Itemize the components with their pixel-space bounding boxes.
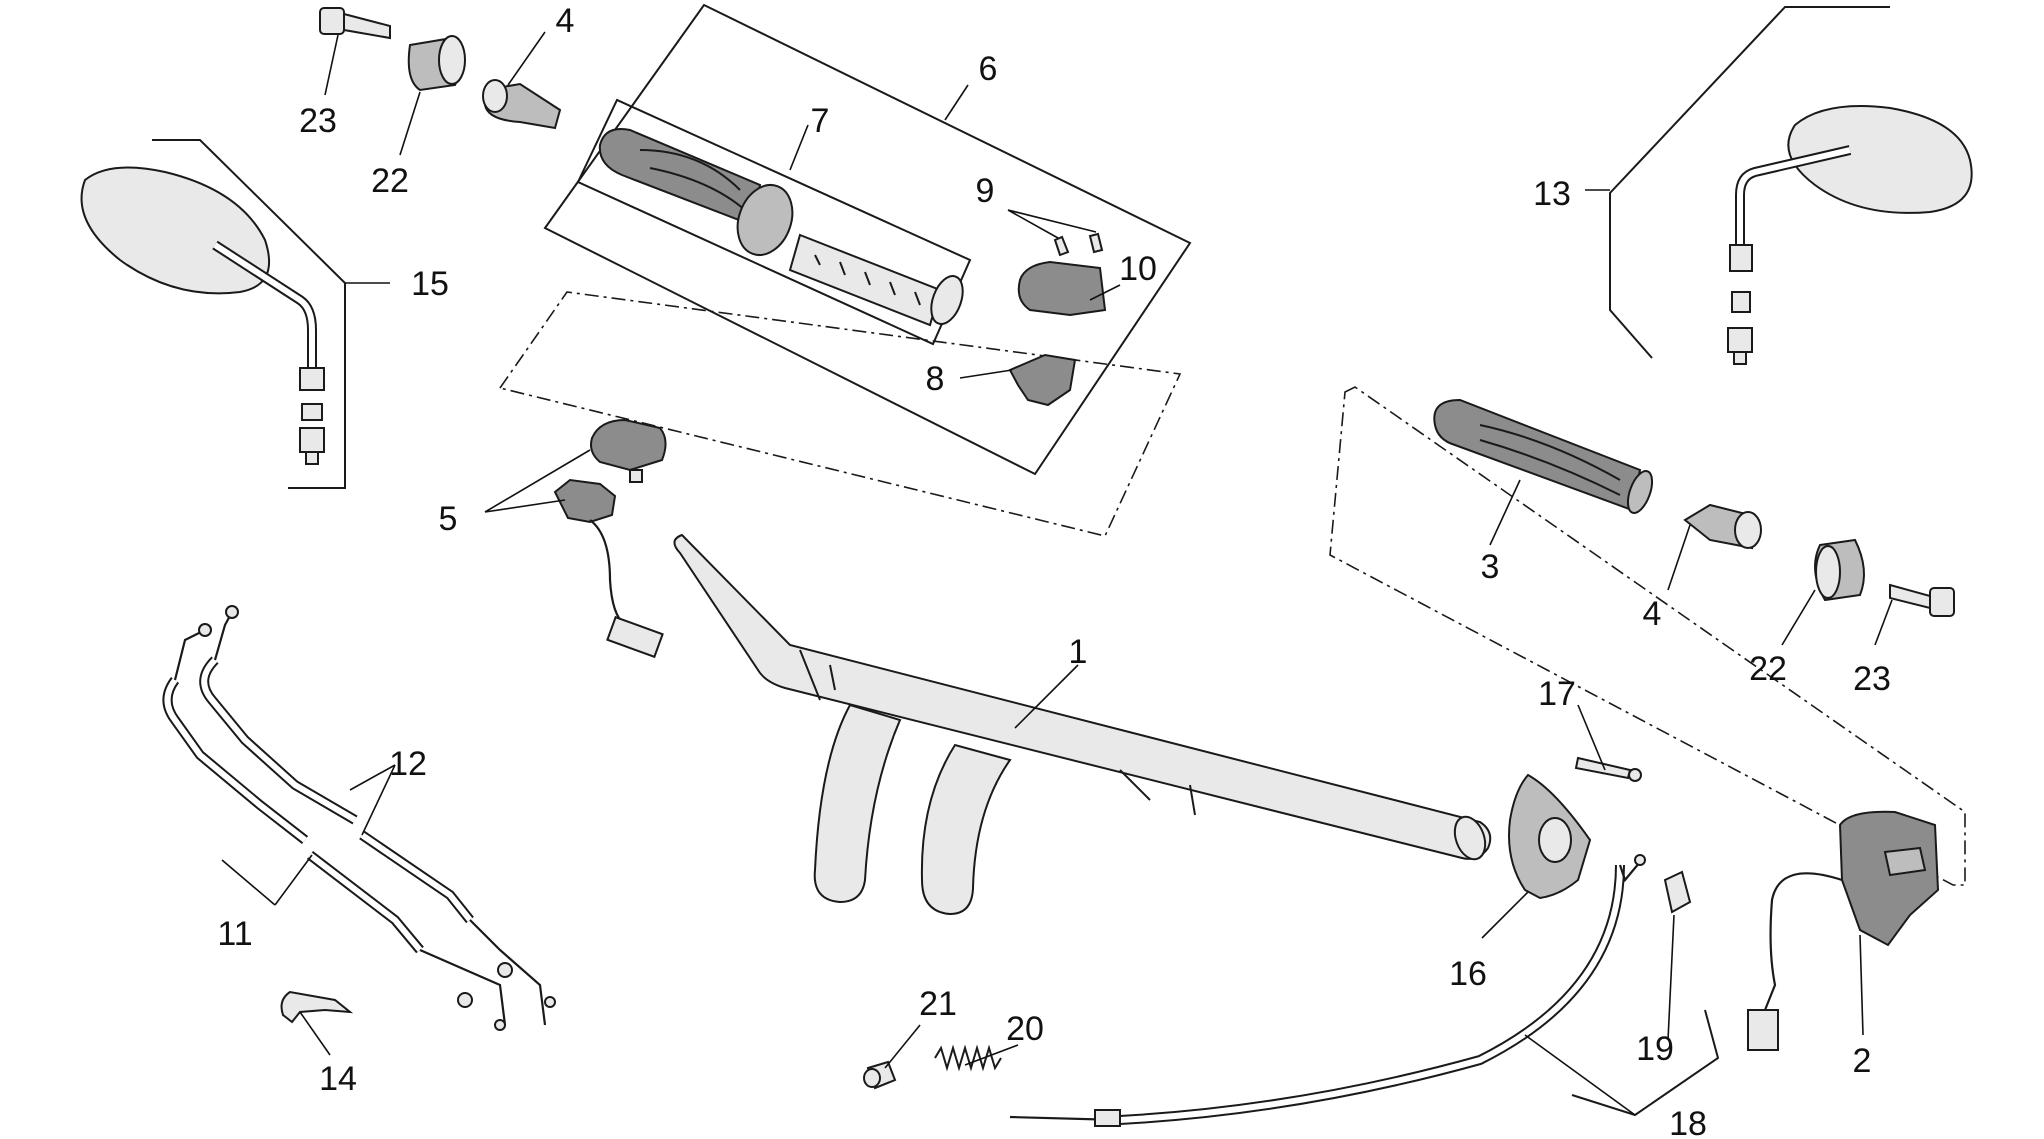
callout-6: 6 [979,50,998,88]
switch-5 [553,418,667,659]
callout-5: 5 [439,500,458,538]
throttle-housing-upper-10 [1017,260,1107,317]
screw-23-right [1889,583,1955,617]
bar-end-weight-22-right [1814,538,1865,602]
callout-1: 1 [1069,633,1088,671]
spring-20 [934,1044,1002,1072]
callout-22b: 22 [1749,650,1787,688]
handlebar [673,533,1492,916]
callout-15: 15 [411,265,449,303]
callout-2: 2 [1853,1042,1872,1080]
callout-11: 11 [217,915,252,953]
callout-18: 18 [1669,1105,1707,1139]
callout-16: 16 [1449,955,1487,993]
bar-end-insert-4-right [1683,503,1762,550]
cable-clip-14 [280,990,354,1024]
throttle-cables-11-12 [162,605,556,1031]
leader-lines [221,31,1893,1116]
callout-12: 12 [389,745,427,783]
right-control-dashed-frame [1329,386,1966,886]
bar-end-insert-4-left [482,79,562,130]
mirror-right-bracket [1609,6,1890,359]
callout-19: 19 [1636,1030,1674,1068]
callout-17: 17 [1538,675,1576,713]
screws-9 [1053,232,1104,257]
switch-2 [1747,810,1940,1051]
callout-14: 14 [319,1060,357,1098]
callout-4a: 4 [556,2,575,40]
callout-7: 7 [811,102,830,140]
callout-3: 3 [1481,548,1500,586]
cable-18-bracket [1571,1009,1720,1117]
callout-22a: 22 [371,162,409,200]
cable-end-19 [1663,870,1692,914]
callout-23b: 23 [1853,660,1891,698]
left-grip-3 [1433,398,1654,514]
left-mirror [80,166,325,465]
pulley-16 [1508,773,1592,900]
left-control-dashed-frame [498,291,1182,537]
cable-18 [1009,854,1646,1127]
pin-17 [1574,756,1642,782]
throttle-housing-lower-8 [1008,353,1077,407]
throttle-assembly-frame [543,3,1192,476]
callout-8: 8 [926,360,945,398]
callout-13: 13 [1533,175,1571,213]
callout-10: 10 [1119,250,1157,288]
screw-23-left [319,7,391,40]
callout-23a: 23 [299,102,337,140]
grip-subassembly-frame [576,98,972,346]
callout-4b: 4 [1643,595,1662,633]
callout-labels: 23 22 4 6 7 9 10 8 15 5 13 3 4 22 23 1 12 11 14 17 16 21 20 19 2… [217,2,1891,1139]
right-mirror [1727,105,1973,365]
callout-21: 21 [919,985,957,1023]
bar-end-weight-22-left [407,35,466,92]
throttle-grip-7 [598,128,964,327]
cap-21 [863,1060,897,1090]
callout-9: 9 [976,172,995,210]
callout-20: 20 [1006,1010,1044,1048]
